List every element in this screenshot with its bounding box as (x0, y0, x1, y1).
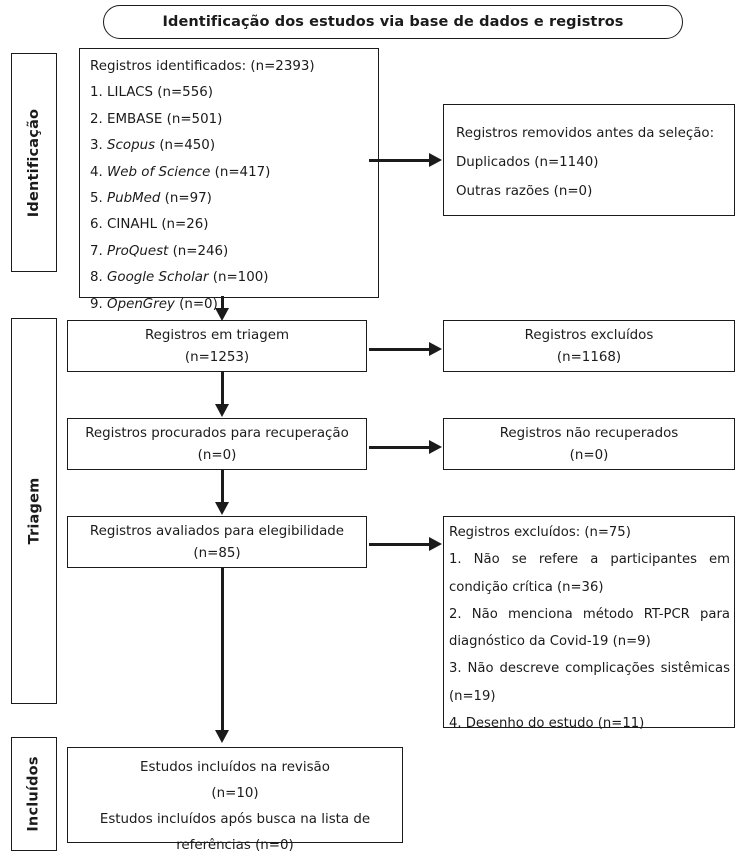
box-records-sought: Registros procurados para recuperação (n… (67, 418, 367, 470)
source-count: (n=26) (157, 217, 209, 233)
source-name: Google Scholar (107, 270, 209, 286)
records-removed-other: Outras razões (n=0) (456, 184, 593, 199)
studies-included-label: Estudos incluídos na revisão (140, 760, 330, 775)
connector-sought-to-not-retrieved (369, 446, 431, 449)
source-name: CINAHL (107, 217, 158, 233)
source-item: 2. EMBASE (n=501) (90, 107, 368, 133)
box-studies-included: Estudos incluídos na revisão (n=10) Estu… (67, 747, 403, 853)
source-item: 6. CINAHL (n=26) (90, 212, 368, 238)
studies-included-count: (n=10) (211, 786, 259, 801)
source-index: 6. (90, 217, 108, 233)
source-count: (n=450) (155, 138, 216, 154)
source-name: OpenGrey (107, 296, 175, 312)
source-index: 4. (90, 164, 108, 180)
source-item: 7. ProQuest (n=246) (90, 239, 368, 265)
source-count: (n=417) (210, 164, 271, 180)
source-index: 8. (90, 270, 108, 286)
records-excluded-reasons-list: 1. Não se refere a participantes em cond… (449, 546, 730, 737)
source-name: EMBASE (107, 111, 163, 127)
source-item: 9. OpenGrey (n=0) (90, 292, 368, 318)
box-records-not-retrieved: Registros não recuperados (n=0) (443, 418, 735, 470)
phase-rail-screening: Triagem (11, 318, 57, 704)
records-not-retrieved-count: (n=0) (569, 448, 609, 463)
source-index: 5. (90, 191, 108, 207)
phase-label-identification: Identificação (26, 108, 42, 217)
exclusion-reason-item: 3. Não descreve complicações sistêmicas … (449, 661, 730, 704)
records-removed-duplicates: Duplicados (n=1140) (456, 155, 599, 170)
connector-screened-to-excluded (369, 348, 431, 351)
source-name: Scopus (107, 138, 156, 154)
source-item: 5. PubMed (n=97) (90, 186, 368, 212)
arrowhead-assessed-to-included (214, 730, 229, 743)
diagram-banner: Identificação dos estudos via base de da… (103, 5, 683, 39)
records-excluded-label: Registros excluídos (524, 328, 654, 343)
banner-title: Identificação dos estudos via base de da… (162, 14, 624, 30)
connector-identified-to-screened (221, 296, 224, 310)
arrowhead-assessed-to-excluded-reasons (429, 536, 442, 551)
arrowhead-screened-to-excluded (429, 341, 442, 356)
box-records-identified: Registros identificados: (n=2393) 1. LIL… (79, 48, 379, 312)
exclusion-reason-item: 1. Não se refere a participantes em cond… (449, 552, 730, 595)
source-name: ProQuest (107, 243, 169, 259)
records-identified-heading: Registros identificados: (n=2393) (90, 59, 315, 74)
connector-screened-to-sought (221, 372, 224, 406)
arrowhead-sought-to-assessed (214, 502, 229, 515)
arrowhead-sought-to-not-retrieved (429, 439, 442, 454)
source-item: 3. Scopus (n=450) (90, 133, 368, 159)
records-excluded-reasons-heading: Registros excluídos: (n=75) (449, 525, 631, 540)
exclusion-reason-item: 2. Não menciona método RT-PCR para diagn… (449, 606, 730, 650)
source-count: (n=97) (160, 191, 212, 207)
source-count: (n=501) (162, 111, 223, 127)
source-name: PubMed (107, 191, 161, 207)
source-index: 7. (90, 243, 108, 259)
records-assessed-count: (n=85) (193, 546, 241, 561)
connector-sought-to-assessed (221, 470, 224, 504)
source-item: 4. Web of Science (n=417) (90, 160, 368, 186)
records-sought-label: Registros procurados para recuperação (85, 426, 349, 441)
connector-assessed-to-excluded-reasons (369, 543, 431, 546)
connector-assessed-to-included (221, 568, 224, 732)
records-assessed-label: Registros avaliados para elegibilidade (89, 524, 345, 539)
phase-label-included: Incluídos (26, 756, 43, 832)
source-item: 1. LILACS (n=556) (90, 80, 368, 106)
source-index: 1. (90, 85, 108, 101)
box-records-screened: Registros em triagem (n=1253) (67, 320, 367, 372)
arrowhead-identified-to-removed (429, 152, 442, 167)
source-index: 2. (90, 111, 108, 127)
source-count: (n=100) (208, 270, 269, 286)
source-count: (n=246) (168, 243, 229, 259)
studies-from-references-label: Estudos incluídos após busca na lista de… (99, 812, 371, 853)
source-item: 8. Google Scholar (n=100) (90, 265, 368, 291)
source-count: (n=556) (153, 85, 213, 101)
records-removed-heading: Registros removidos antes da seleção: (456, 126, 715, 141)
phase-rail-included: Incluídos (11, 737, 57, 851)
exclusion-reason-item: 4. Desenho do estudo (n=11) (449, 716, 645, 732)
source-index: 3. (90, 138, 108, 154)
records-sought-count: (n=0) (197, 448, 237, 463)
box-records-assessed: Registros avaliados para elegibilidade (… (67, 516, 367, 568)
arrowhead-screened-to-sought (214, 404, 229, 417)
source-count: (n=0) (174, 296, 218, 312)
box-records-removed: Registros removidos antes da seleção: Du… (443, 104, 735, 216)
records-excluded-count: (n=1168) (556, 350, 622, 365)
records-screened-label: Registros em triagem (144, 328, 290, 343)
records-not-retrieved-label: Registros não recuperados (499, 426, 679, 441)
source-name: LILACS (107, 85, 153, 101)
connector-identified-to-removed (369, 159, 431, 162)
records-identified-source-list: 1. LILACS (n=556)2. EMBASE (n=501)3. Sco… (90, 80, 368, 318)
box-records-excluded-reasons: Registros excluídos: (n=75) 1. Não se re… (443, 516, 735, 731)
phase-rail-identification: Identificação (11, 53, 57, 272)
box-records-excluded: Registros excluídos (n=1168) (443, 320, 735, 372)
source-name: Web of Science (107, 164, 211, 180)
source-index: 9. (90, 296, 108, 312)
phase-label-screening: Triagem (26, 477, 42, 545)
records-screened-count: (n=1253) (184, 350, 250, 365)
arrowhead-identified-to-screened (214, 308, 229, 321)
